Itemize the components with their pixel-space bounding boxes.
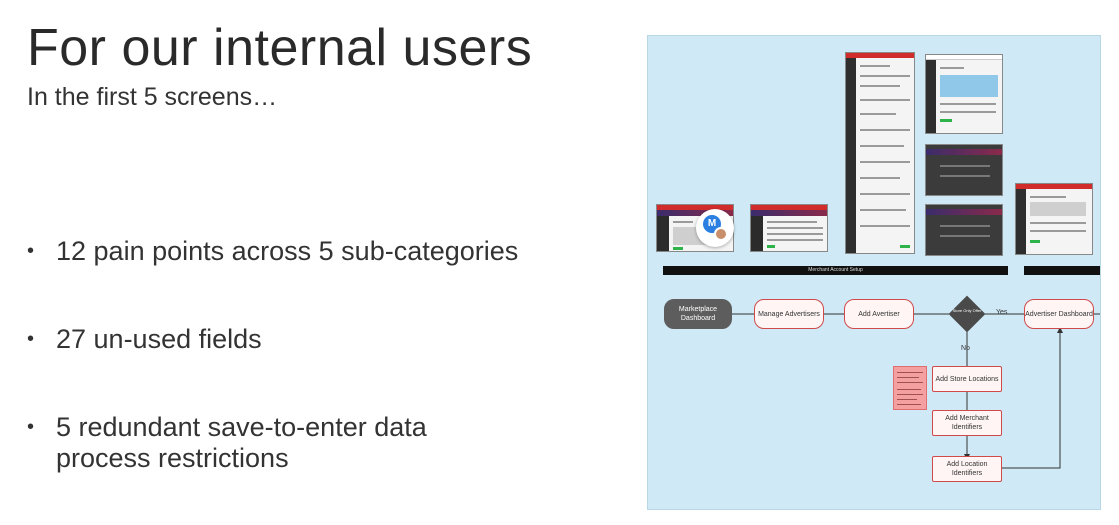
bullet-item: • 12 pain points across 5 sub-categories <box>27 236 587 267</box>
add-merchant-identifiers-node: Add Merchant Identifiers <box>932 410 1002 436</box>
manage-advertisers-node: Manage Advertisers <box>754 299 824 329</box>
screen-thumbnail-map-locations <box>925 54 1003 134</box>
slide-subtitle: In the first 5 screens… <box>27 83 278 111</box>
user-flow-board: M <box>647 35 1101 510</box>
avatar: M <box>696 209 734 247</box>
bullet-dot: • <box>27 328 35 350</box>
add-store-locations-node: Add Store Locations <box>932 366 1002 392</box>
section-header-bar: Merchant Account Setup <box>663 266 1008 275</box>
add-location-identifiers-node: Add Location Identifiers <box>932 456 1002 482</box>
bullet-text: 27 un-used fields <box>56 324 262 354</box>
add-advertiser-node: Add Avertiser <box>844 299 914 329</box>
bullet-text: 5 redundant save-to-enter data process r… <box>56 412 427 473</box>
screen-thumbnail-modal-2 <box>925 204 1003 256</box>
screen-thumbnail-manage-advertisers <box>750 204 828 252</box>
screen-thumbnail-add-advertiser <box>845 52 915 254</box>
decision-label: Store Only Offer <box>952 308 982 313</box>
bullet-text: 12 pain points across 5 sub-categories <box>56 236 519 266</box>
bullet-item: • 5 redundant save-to-enter data process… <box>27 412 497 474</box>
user-photo-icon <box>714 227 728 241</box>
no-label: No <box>961 345 970 352</box>
section-header-bar-2 <box>1024 266 1100 275</box>
advertiser-dashboard-node: Advertiser Dashboard <box>1024 299 1094 329</box>
bullet-dot: • <box>27 240 35 262</box>
sticky-note <box>893 366 927 410</box>
screen-thumbnail-modal-1 <box>925 144 1003 196</box>
marketplace-dashboard-node: Marketplace Dashboard <box>664 299 732 329</box>
flow-connectors <box>732 311 1100 469</box>
yes-label: Yes <box>996 309 1008 316</box>
bullet-item: • 27 un-used fields <box>27 324 587 355</box>
bullet-dot: • <box>27 416 35 438</box>
screen-thumbnail-advertiser-dashboard <box>1015 183 1093 255</box>
slide-title: For our internal users <box>27 19 533 77</box>
